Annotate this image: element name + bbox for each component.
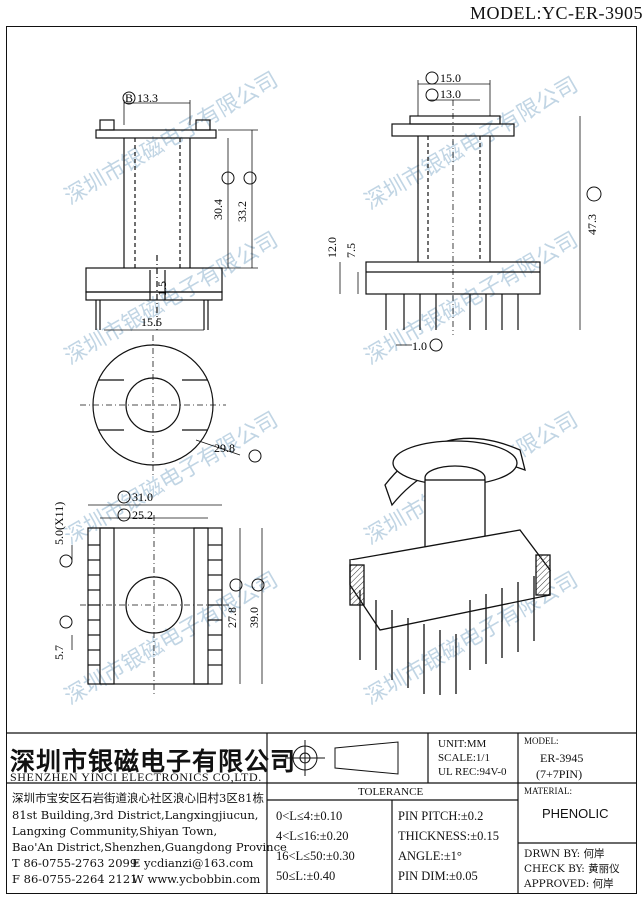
- fax: F 86-0755-2264 2121: [12, 872, 138, 886]
- side-view-labels: 15.0 13.0 47.3 12.0 7.5 1.0: [325, 71, 602, 353]
- tolerance-right-2: THICKNESS:±0.15: [398, 829, 499, 843]
- dim-h: 12.0: [325, 237, 339, 258]
- tolerance-left-2: 4<L≤16:±0.20: [276, 829, 349, 843]
- tolerance-title: TOLERANCE: [358, 786, 424, 798]
- top-view-labels: 29.8: [214, 441, 262, 463]
- watermark-1: 深圳市银磁电子有限公司: [61, 68, 283, 211]
- address-en-3: Bao'An District,Shenzhen,Guangdong Provi…: [12, 840, 287, 854]
- material-value: PHENOLIC: [542, 806, 609, 821]
- label-b-letter: B: [125, 91, 133, 105]
- top-view: [80, 335, 241, 475]
- dim-n: 5.7: [52, 645, 66, 660]
- label-b-marker: [122, 91, 136, 105]
- ul-rec-label: UL REC:94V-0: [438, 766, 507, 778]
- model-title: MODEL:: [524, 736, 559, 746]
- dim-f: 13.0: [440, 87, 461, 101]
- material-title: MATERIAL:: [524, 786, 572, 796]
- scale-label: SCALE:1/1: [438, 752, 490, 764]
- dim-o: 27.8: [225, 607, 239, 628]
- dim-base-width: 15.5: [141, 315, 162, 329]
- label-e-marker: [425, 71, 439, 85]
- label-f-marker: [425, 88, 439, 102]
- dim-m: 5.0(X11): [52, 502, 66, 545]
- watermark-3: 深圳市银磁电子有限公司: [61, 228, 283, 371]
- tolerance-left-1: 0<L≤4:±0.10: [276, 809, 343, 823]
- title-block-lines: [6, 732, 637, 894]
- watermark-4: 深圳市银磁电子有限公司: [361, 228, 583, 371]
- dim-a: 29.8: [214, 441, 235, 455]
- address-en-1: 81st Building,3rd District,Langxingjiucu…: [12, 808, 259, 822]
- dim-p: 39.0: [247, 607, 261, 628]
- company-name-cn: 深圳市银磁电子有限公司: [10, 747, 297, 776]
- bottom-view-labels: 31.0 25.2 5.0(X11) 5.7 27.8 39.0: [52, 490, 265, 660]
- label-c-marker: [221, 171, 235, 185]
- label-k-marker: [117, 490, 131, 504]
- tolerance-right-1: PIN PITCH:±0.2: [398, 809, 484, 823]
- website: W www.ycbobbin.com: [132, 872, 261, 886]
- label-n-marker: [59, 615, 73, 629]
- approved-by: APPROVED: 何岸: [524, 878, 614, 890]
- label-a-marker: [248, 449, 262, 463]
- phone: T 86-0755-2763 2099: [12, 856, 138, 870]
- dim-pin-gap: 1.5: [155, 281, 169, 296]
- tolerance-left-3: 16<L≤50:±0.30: [276, 849, 355, 863]
- watermark-7: 深圳市银磁电子有限公司: [61, 568, 283, 711]
- drawing-frame: [6, 26, 637, 894]
- label-j-marker: [429, 338, 443, 352]
- tolerance-left-4: 50≤L:±0.40: [276, 869, 336, 883]
- email: E ycdianzi@163.com: [132, 856, 254, 870]
- tolerance-right-3: ANGLE:±1°: [398, 849, 462, 863]
- dim-c: 30.4: [211, 199, 225, 220]
- dim-b: 13.3: [137, 91, 158, 105]
- projection-symbol: [285, 740, 399, 776]
- dim-g: 47.3: [585, 214, 599, 235]
- watermarks: 深圳市银磁电子有限公司 深圳市银磁电子有限公司 深圳市银磁电子有限公司 深圳市银…: [61, 68, 583, 711]
- check-by: CHECK BY: 黄丽仪: [524, 863, 620, 875]
- dim-e: 15.0: [440, 71, 461, 85]
- model-pins: (7+7PIN): [536, 767, 583, 781]
- front-view: [85, 100, 258, 331]
- dim-j: 1.0: [412, 339, 427, 353]
- isometric-view: [348, 437, 552, 695]
- address-en-2: Langxing Community,Shiyan Town,: [12, 824, 218, 838]
- company-name-en: SHENZHEN YINCI ELECTRONICS CO,LTD.: [10, 770, 262, 784]
- label-p-marker: [251, 578, 265, 592]
- model-value: ER-3945: [540, 751, 584, 765]
- dim-k: 31.0: [132, 490, 153, 504]
- side-view: [339, 80, 581, 346]
- tolerance-right-4: PIN DIM:±0.05: [398, 869, 478, 883]
- model-label: MODEL:YC-ER-3905: [470, 3, 643, 23]
- label-l-marker: [117, 508, 131, 522]
- bottom-view: [71, 504, 263, 695]
- dim-l: 25.2: [132, 508, 153, 522]
- drawn-by: DRWN BY: 何岸: [524, 848, 605, 860]
- unit-label: UNIT:MM: [438, 738, 487, 750]
- address-cn: 深圳市宝安区石岩街道浪心社区浪心旧村3区81栋: [12, 791, 264, 805]
- dim-d: 33.2: [235, 201, 249, 222]
- front-view-labels: B 13.3 30.4 33.2 1.5 15.5: [122, 91, 257, 329]
- label-g-marker: [586, 186, 602, 202]
- label-o-marker: [229, 578, 243, 592]
- watermark-5: 深圳市银磁电子有限公司: [61, 408, 283, 551]
- dim-i: 7.5: [344, 243, 358, 258]
- label-m-marker: [59, 554, 73, 568]
- label-d-marker: [243, 171, 257, 185]
- watermark-2: 深圳市银磁电子有限公司: [361, 73, 583, 216]
